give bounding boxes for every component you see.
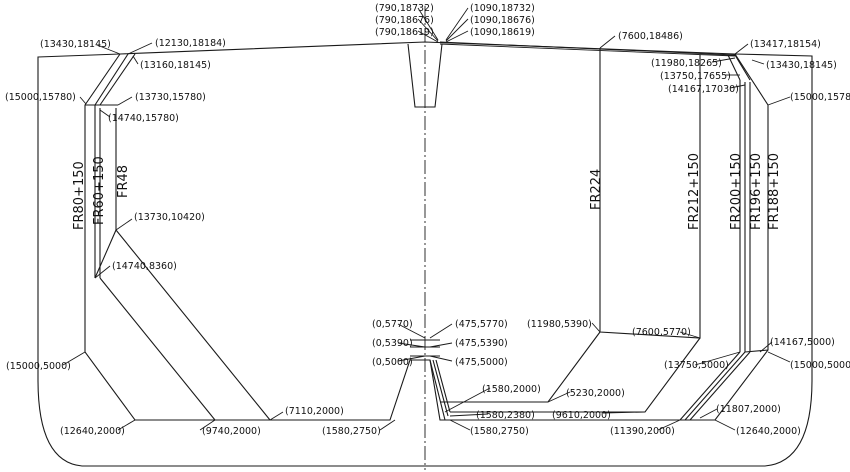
- coord-label: (15000,5000): [6, 361, 71, 372]
- coord-label: (11390,2000): [610, 426, 675, 437]
- coord-label: (13730,10420): [134, 212, 205, 223]
- coord-label: (790,18619): [375, 27, 434, 38]
- coord-label: (1580,2000): [482, 384, 541, 395]
- frame-label-fr196: FR196+150: [749, 153, 764, 230]
- coord-label: (13750,17655): [660, 71, 731, 82]
- frame-label-fr60: FR60+150: [92, 156, 107, 225]
- coord-label: (11807,2000): [716, 404, 781, 415]
- frame-label-fr200: FR200+150: [729, 153, 744, 230]
- coord-label: (13160,18145): [140, 60, 211, 71]
- coord-label: (1580,2750): [322, 426, 381, 437]
- coord-label: (12640,2000): [60, 426, 125, 437]
- coord-label: (475,5390): [455, 338, 508, 349]
- coord-label: (1580,2380): [476, 410, 535, 421]
- coord-label: (0,5000): [372, 357, 413, 368]
- coord-label: (0,5390): [372, 338, 413, 349]
- coord-label: (7110,2000): [285, 406, 344, 417]
- coord-label: (7600,18486): [618, 31, 683, 42]
- coordinate-labels: (13430,18145) (12130,18184) (13160,18145…: [5, 3, 850, 437]
- coord-label: (13430,18145): [766, 60, 837, 71]
- frame-labels: FR80+150 FR60+150 FR48 FR224 FR212+150 F…: [72, 153, 782, 230]
- coord-label: (7600,5770): [632, 327, 691, 338]
- coord-label: (13750,5000): [664, 360, 729, 371]
- coord-label: (13417,18154): [750, 39, 821, 50]
- coord-label: (14167,5000): [770, 337, 835, 348]
- frame-label-fr80: FR80+150: [72, 161, 87, 230]
- coord-label: (15000,15780): [790, 92, 850, 103]
- coord-label: (12640,2000): [736, 426, 801, 437]
- coord-label: (15000,15780): [5, 92, 76, 103]
- coord-label: (1090,18619): [470, 27, 535, 38]
- coord-label: (1580,2750): [470, 426, 529, 437]
- coord-label: (790,18732): [375, 3, 434, 14]
- coord-label: (475,5770): [455, 319, 508, 330]
- coord-label: (11980,5390): [527, 319, 592, 330]
- coord-label: (9740,2000): [202, 426, 261, 437]
- coord-label: (5230,2000): [566, 388, 625, 399]
- center-keel-details: [410, 339, 451, 421]
- coord-label: (13430,18145): [40, 39, 111, 50]
- coord-label: (14740,15780): [108, 113, 179, 124]
- leader-lines: [62, 7, 791, 431]
- coord-label: (9610,2000): [552, 410, 611, 421]
- coord-label: (15000,5000): [790, 360, 850, 371]
- hull-outline: [37, 41, 813, 467]
- frame-label-fr224: FR224: [589, 169, 604, 210]
- coord-label: (14740,8360): [112, 261, 177, 272]
- frame-label-fr48: FR48: [116, 165, 131, 198]
- coord-label: (790,18676): [375, 15, 434, 26]
- coord-label: (14167,17030): [668, 84, 739, 95]
- coord-label: (13730,15780): [135, 92, 206, 103]
- coord-label: (1090,18732): [470, 3, 535, 14]
- coord-label: (0,5770): [372, 319, 413, 330]
- coord-label: (1090,18676): [470, 15, 535, 26]
- coord-label: (11980,18265): [651, 58, 722, 69]
- coord-label: (475,5000): [455, 357, 508, 368]
- deck-shear-lines: [439, 41, 736, 57]
- funnel-casing: [407, 43, 443, 108]
- frame-label-fr212: FR212+150: [687, 153, 702, 230]
- coord-label: (12130,18184): [155, 38, 226, 49]
- frame-label-fr188: FR188+150: [767, 153, 782, 230]
